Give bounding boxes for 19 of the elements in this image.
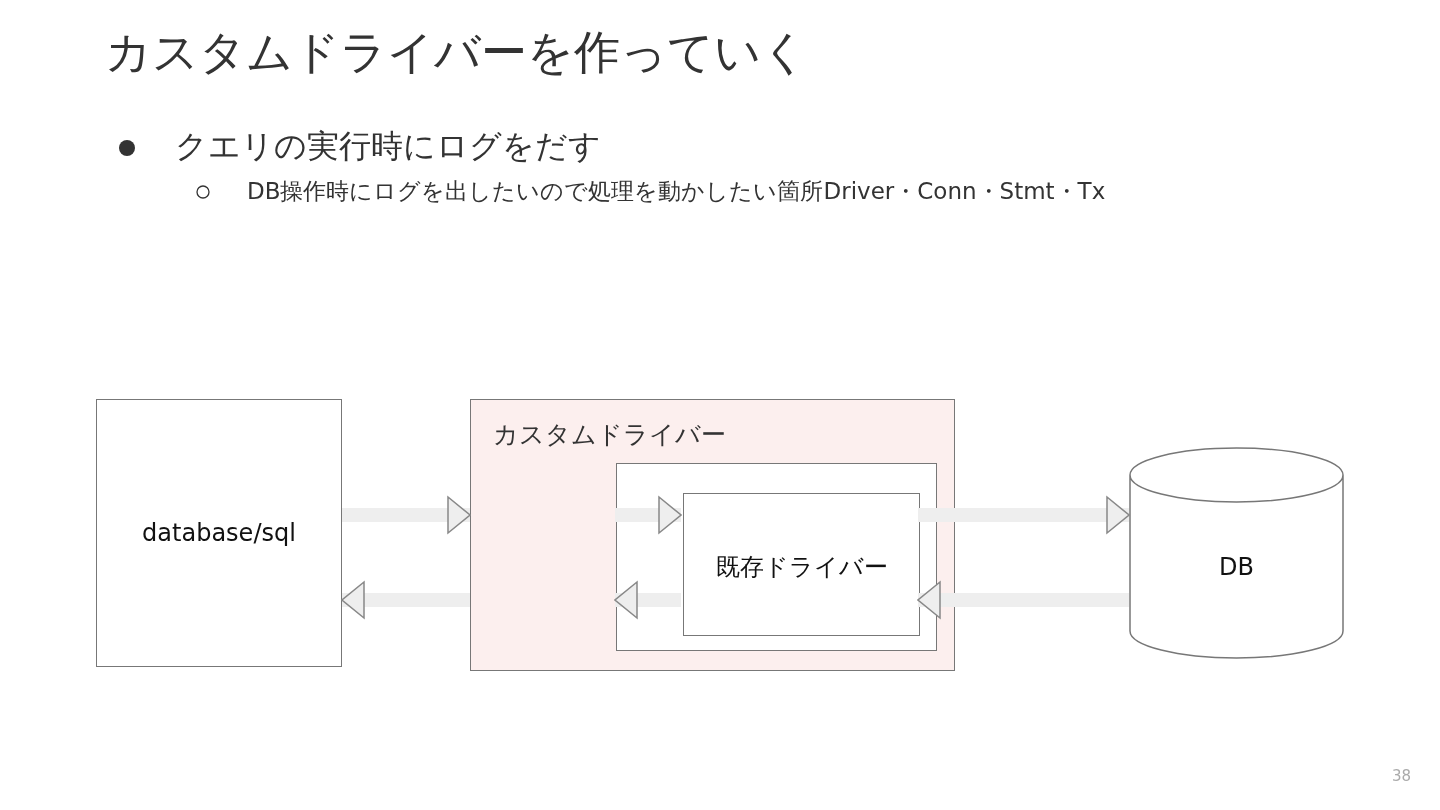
inner-box	[616, 463, 937, 651]
node-label: カスタムドライバー	[493, 419, 726, 451]
component-box	[96, 399, 342, 667]
node-label: DB	[1218, 552, 1255, 581]
sub-bullet-text: DB操作時にログを出したいので処理を動かしたい箇所Driver・Conn・Stmt・Tx	[247, 177, 1106, 206]
block-arrow	[918, 496, 1130, 534]
block-arrow	[342, 496, 471, 534]
block-arrow	[341, 581, 470, 619]
database-cylinder	[1129, 447, 1344, 659]
node-label: database/sql	[141, 519, 297, 547]
page-number: 38	[1392, 767, 1412, 785]
slide-title: カスタムドライバーを作っていく	[105, 24, 808, 81]
driver-box	[683, 493, 920, 636]
wrapper-box	[470, 399, 955, 671]
node-label: 既存ドライバー	[714, 551, 889, 583]
bullet-text: クエリの実行時にログをだす	[175, 126, 601, 167]
block-arrow	[917, 581, 1129, 619]
block-arrow	[614, 581, 681, 619]
block-arrow	[615, 496, 682, 534]
